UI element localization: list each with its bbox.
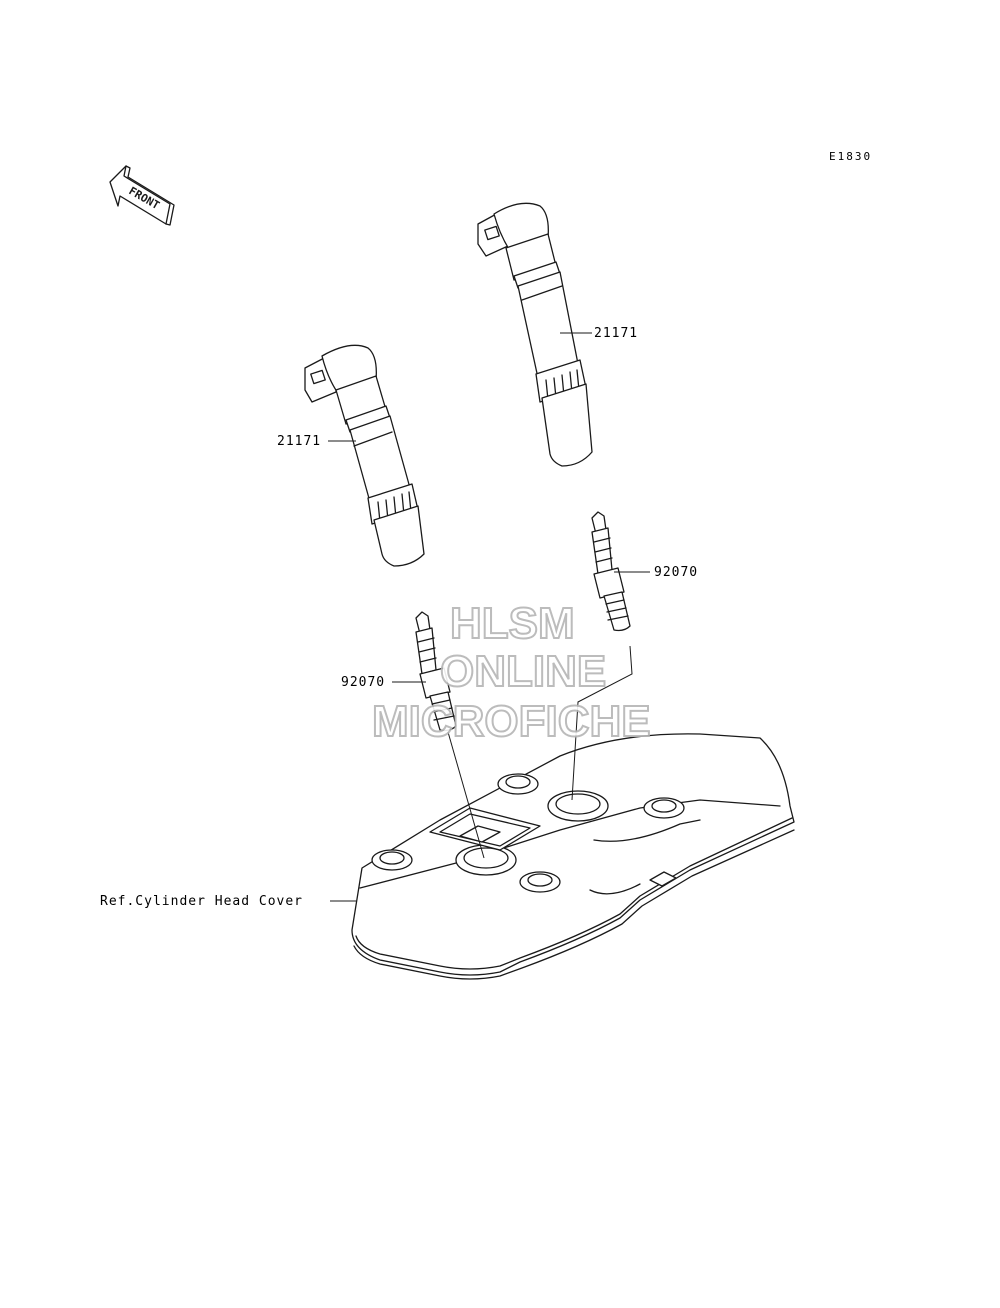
watermark-line-2: ONLINE bbox=[439, 647, 607, 696]
part-label-plug-left: 92070 bbox=[341, 675, 386, 690]
part-label-head-cover: Ref.Cylinder Head Cover bbox=[100, 894, 304, 909]
ignition-coil-left bbox=[304, 344, 425, 567]
leader-lines bbox=[328, 332, 650, 902]
part-label-plug-right: 92070 bbox=[654, 565, 699, 580]
ignition-coil-right bbox=[477, 202, 593, 467]
spark-plug-right bbox=[591, 511, 631, 632]
watermark-line-1: HLSM bbox=[449, 599, 576, 648]
part-label-coil-right: 21171 bbox=[594, 326, 639, 341]
front-arrow-icon: FRONT bbox=[109, 165, 175, 226]
spark-plug-left bbox=[415, 611, 457, 732]
diagram-code: E1830 bbox=[829, 150, 873, 163]
watermark-line-3: MICROFICHE bbox=[371, 697, 652, 746]
part-label-coil-left: 21171 bbox=[277, 434, 322, 449]
cylinder-head-cover bbox=[351, 733, 795, 980]
